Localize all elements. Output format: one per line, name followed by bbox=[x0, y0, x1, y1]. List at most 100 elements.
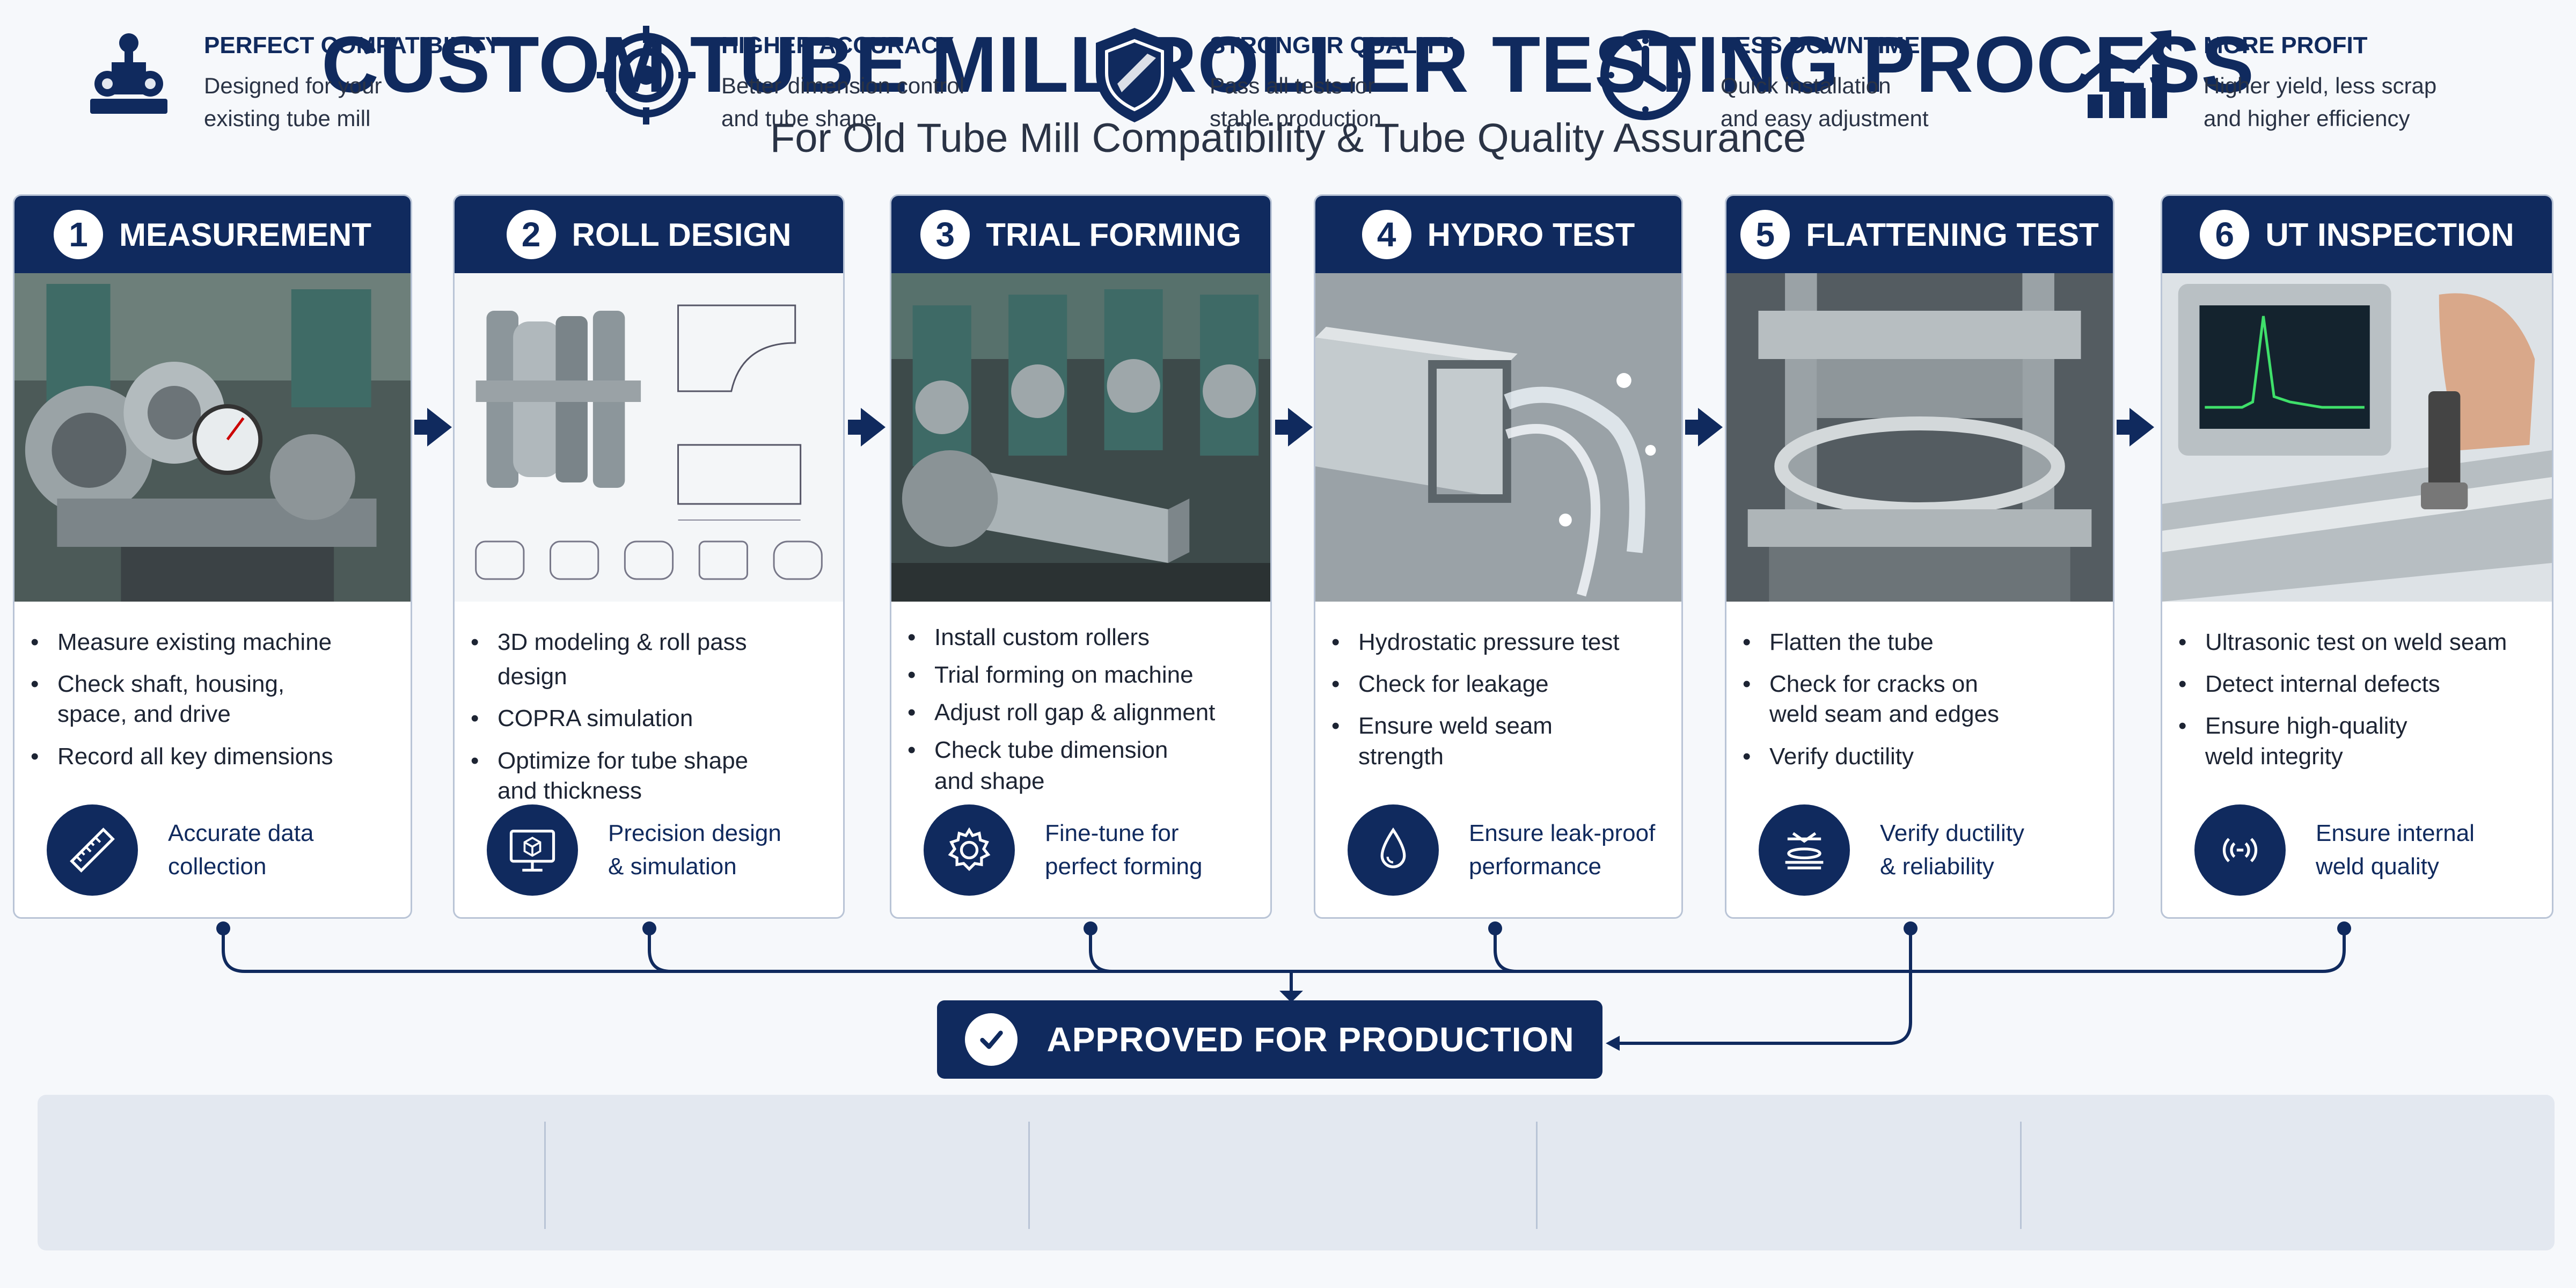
bullet-item-continued: and thickness bbox=[497, 777, 642, 804]
flow-arrow-icon bbox=[848, 408, 885, 447]
step-number-badge: 6 bbox=[2200, 210, 2250, 259]
benefit-desc-line: existing tube mill bbox=[204, 105, 371, 131]
bullet-item: Flatten the tube bbox=[1743, 625, 2086, 660]
approved-for-production-banner: APPROVED FOR PRODUCTION bbox=[937, 1000, 1602, 1079]
benefit-divider bbox=[544, 1122, 546, 1229]
gear-icon bbox=[924, 804, 1015, 896]
machine-icon bbox=[75, 21, 182, 129]
bullet-item-continued: space, and drive bbox=[57, 701, 231, 728]
step-title: HYDRO TEST bbox=[1427, 216, 1635, 253]
flow-arrow-icon bbox=[2117, 408, 2154, 447]
step-card-flattening-test: 5 FLATTENING TEST Flatten the tube Check… bbox=[1725, 194, 2114, 919]
outcome-line: collection bbox=[168, 853, 267, 880]
step-photo-hydro-test bbox=[1315, 273, 1681, 602]
bullet-item: Install custom rollers bbox=[908, 620, 1243, 655]
benefit-desc-line: stable production bbox=[1210, 105, 1381, 131]
step-title: ROLL DESIGN bbox=[572, 216, 792, 253]
benefit-desc-line: Quick installation bbox=[1721, 73, 1891, 98]
flow-arrow-icon bbox=[414, 408, 452, 447]
step-card-ut-inspection: 6 UT INSPECTION Ultrasonic test on weld … bbox=[2161, 194, 2553, 919]
benefit-more-profit: MORE PROFIT Higher yield, less scrap and… bbox=[2075, 21, 2436, 140]
clock-icon bbox=[1592, 21, 1699, 129]
target-icon bbox=[592, 21, 700, 129]
growth-chart-icon bbox=[2075, 21, 2182, 129]
benefit-desc-line: and tube shape bbox=[721, 105, 877, 131]
bullet-item: Detect internal defects bbox=[2178, 667, 2525, 701]
step-drawing-roll-design bbox=[455, 273, 843, 602]
step-header: 3 TRIAL FORMING bbox=[891, 196, 1270, 273]
press-icon bbox=[1759, 804, 1850, 896]
bullet-item-continued: strength bbox=[1358, 743, 1444, 770]
benefit-divider bbox=[1028, 1122, 1030, 1229]
step-photo-flattening-test bbox=[1726, 273, 2113, 602]
step-header: 1 MEASUREMENT bbox=[14, 196, 411, 273]
bullet-item: Check tube dimension bbox=[908, 733, 1243, 768]
bullet-item: Record all key dimensions bbox=[31, 740, 384, 774]
benefit-less-downtime: LESS DOWNTIME Quick installation and eas… bbox=[1592, 21, 1929, 140]
benefit-desc-line: and higher efficiency bbox=[2204, 105, 2410, 131]
benefit-desc-line: Higher yield, less scrap bbox=[2204, 73, 2437, 98]
outcome-line: weld quality bbox=[2316, 853, 2439, 880]
bullet-item-continued: weld seam and edges bbox=[1769, 701, 2000, 728]
step-card-roll-design: 2 ROLL DESIGN 3D modeling & roll pass de… bbox=[453, 194, 845, 919]
step-card-measurement: 1 MEASUREMENT Measure existing machine C… bbox=[13, 194, 412, 919]
bullet-item: Check for leakage bbox=[1331, 667, 1655, 701]
bullet-item: Trial forming on machine bbox=[908, 657, 1243, 693]
water-drop-icon bbox=[1348, 804, 1439, 896]
bullet-item: Check shaft, housing, bbox=[31, 667, 384, 701]
benefit-stronger-quality: STRONGER QUALITY Pass all tests for stab… bbox=[1081, 21, 1454, 140]
bullet-item: Ultrasonic test on weld seam bbox=[2178, 625, 2525, 660]
step-bullets: Flatten the tube Check for cracks on wel… bbox=[1726, 602, 2113, 774]
benefit-desc-line: Better dimension control bbox=[721, 73, 964, 98]
bullet-item: Ensure weld seam bbox=[1331, 709, 1655, 743]
outcome-line: performance bbox=[1469, 853, 1602, 880]
flow-arrow-icon bbox=[1685, 408, 1723, 447]
benefit-title: PERFECT COMPATIBILITY bbox=[204, 32, 501, 58]
step-outcome: Ensure leak-proof performance bbox=[1348, 799, 1665, 901]
bullet-item: Optimize for tube shape bbox=[471, 744, 816, 778]
benefit-desc-line: and easy adjustment bbox=[1721, 105, 1929, 131]
check-icon bbox=[965, 1013, 1018, 1066]
outcome-line: Fine-tune for bbox=[1045, 820, 1179, 847]
benefit-desc-line: Pass all tests for bbox=[1210, 73, 1375, 98]
ultrasonic-icon bbox=[2194, 804, 2286, 896]
step-header: 2 ROLL DESIGN bbox=[455, 196, 843, 273]
step-bullets: 3D modeling & roll pass design COPRA sim… bbox=[455, 602, 843, 808]
step-card-hydro-test: 4 HYDRO TEST Hydrostatic pressure test C… bbox=[1314, 194, 1683, 919]
step-bullets: Measure existing machine Check shaft, ho… bbox=[14, 602, 411, 774]
flow-arrow-icon bbox=[1275, 408, 1313, 447]
outcome-line: Ensure leak-proof bbox=[1469, 820, 1656, 847]
approved-label: APPROVED FOR PRODUCTION bbox=[1046, 1020, 1575, 1059]
benefit-divider bbox=[2020, 1122, 2022, 1229]
outcome-line: Ensure internal bbox=[2316, 820, 2475, 847]
step-photo-trial-forming bbox=[891, 273, 1270, 602]
outcome-line: Accurate data bbox=[168, 820, 314, 847]
benefit-title: STRONGER QUALITY bbox=[1210, 32, 1454, 58]
step-header: 5 FLATTENING TEST bbox=[1726, 196, 2113, 273]
benefit-higher-accuracy: HIGHER ACCURACY Better dimension control… bbox=[592, 21, 964, 140]
step-number-badge: 3 bbox=[920, 210, 970, 259]
bullet-item-continued: weld integrity bbox=[2205, 743, 2343, 770]
outcome-line: Verify ductility bbox=[1880, 820, 2024, 847]
benefit-desc-line: Designed for your bbox=[204, 73, 382, 98]
step-outcome: Fine-tune for perfect forming bbox=[924, 799, 1254, 901]
step-title: FLATTENING TEST bbox=[1806, 216, 2099, 253]
benefits-bar bbox=[38, 1095, 2555, 1250]
monitor-cube-icon bbox=[487, 804, 578, 896]
step-title: TRIAL FORMING bbox=[986, 216, 1241, 253]
page-subtitle: For Old Tube Mill Compatibility & Tube Q… bbox=[770, 115, 1806, 161]
outcome-line: perfect forming bbox=[1045, 853, 1203, 880]
benefit-title: HIGHER ACCURACY bbox=[721, 32, 954, 58]
step-card-trial-forming: 3 TRIAL FORMING Install custom rollers T… bbox=[890, 194, 1272, 919]
outcome-line: Precision design bbox=[608, 820, 781, 847]
step-outcome: Accurate data collection bbox=[47, 799, 394, 901]
bullet-item: Adjust roll gap & alignment bbox=[908, 695, 1243, 730]
step-number-badge: 5 bbox=[1740, 210, 1790, 259]
step-bullets: Install custom rollers Trial forming on … bbox=[891, 602, 1270, 799]
step-outcome: Precision design & simulation bbox=[487, 799, 827, 901]
step-header: 4 HYDRO TEST bbox=[1315, 196, 1681, 273]
outcome-line: & reliability bbox=[1880, 853, 1994, 880]
benefit-title: LESS DOWNTIME bbox=[1721, 32, 1920, 58]
step-outcome: Verify ductility & reliability bbox=[1759, 799, 2097, 901]
step-photo-ut-inspection bbox=[2162, 273, 2552, 602]
